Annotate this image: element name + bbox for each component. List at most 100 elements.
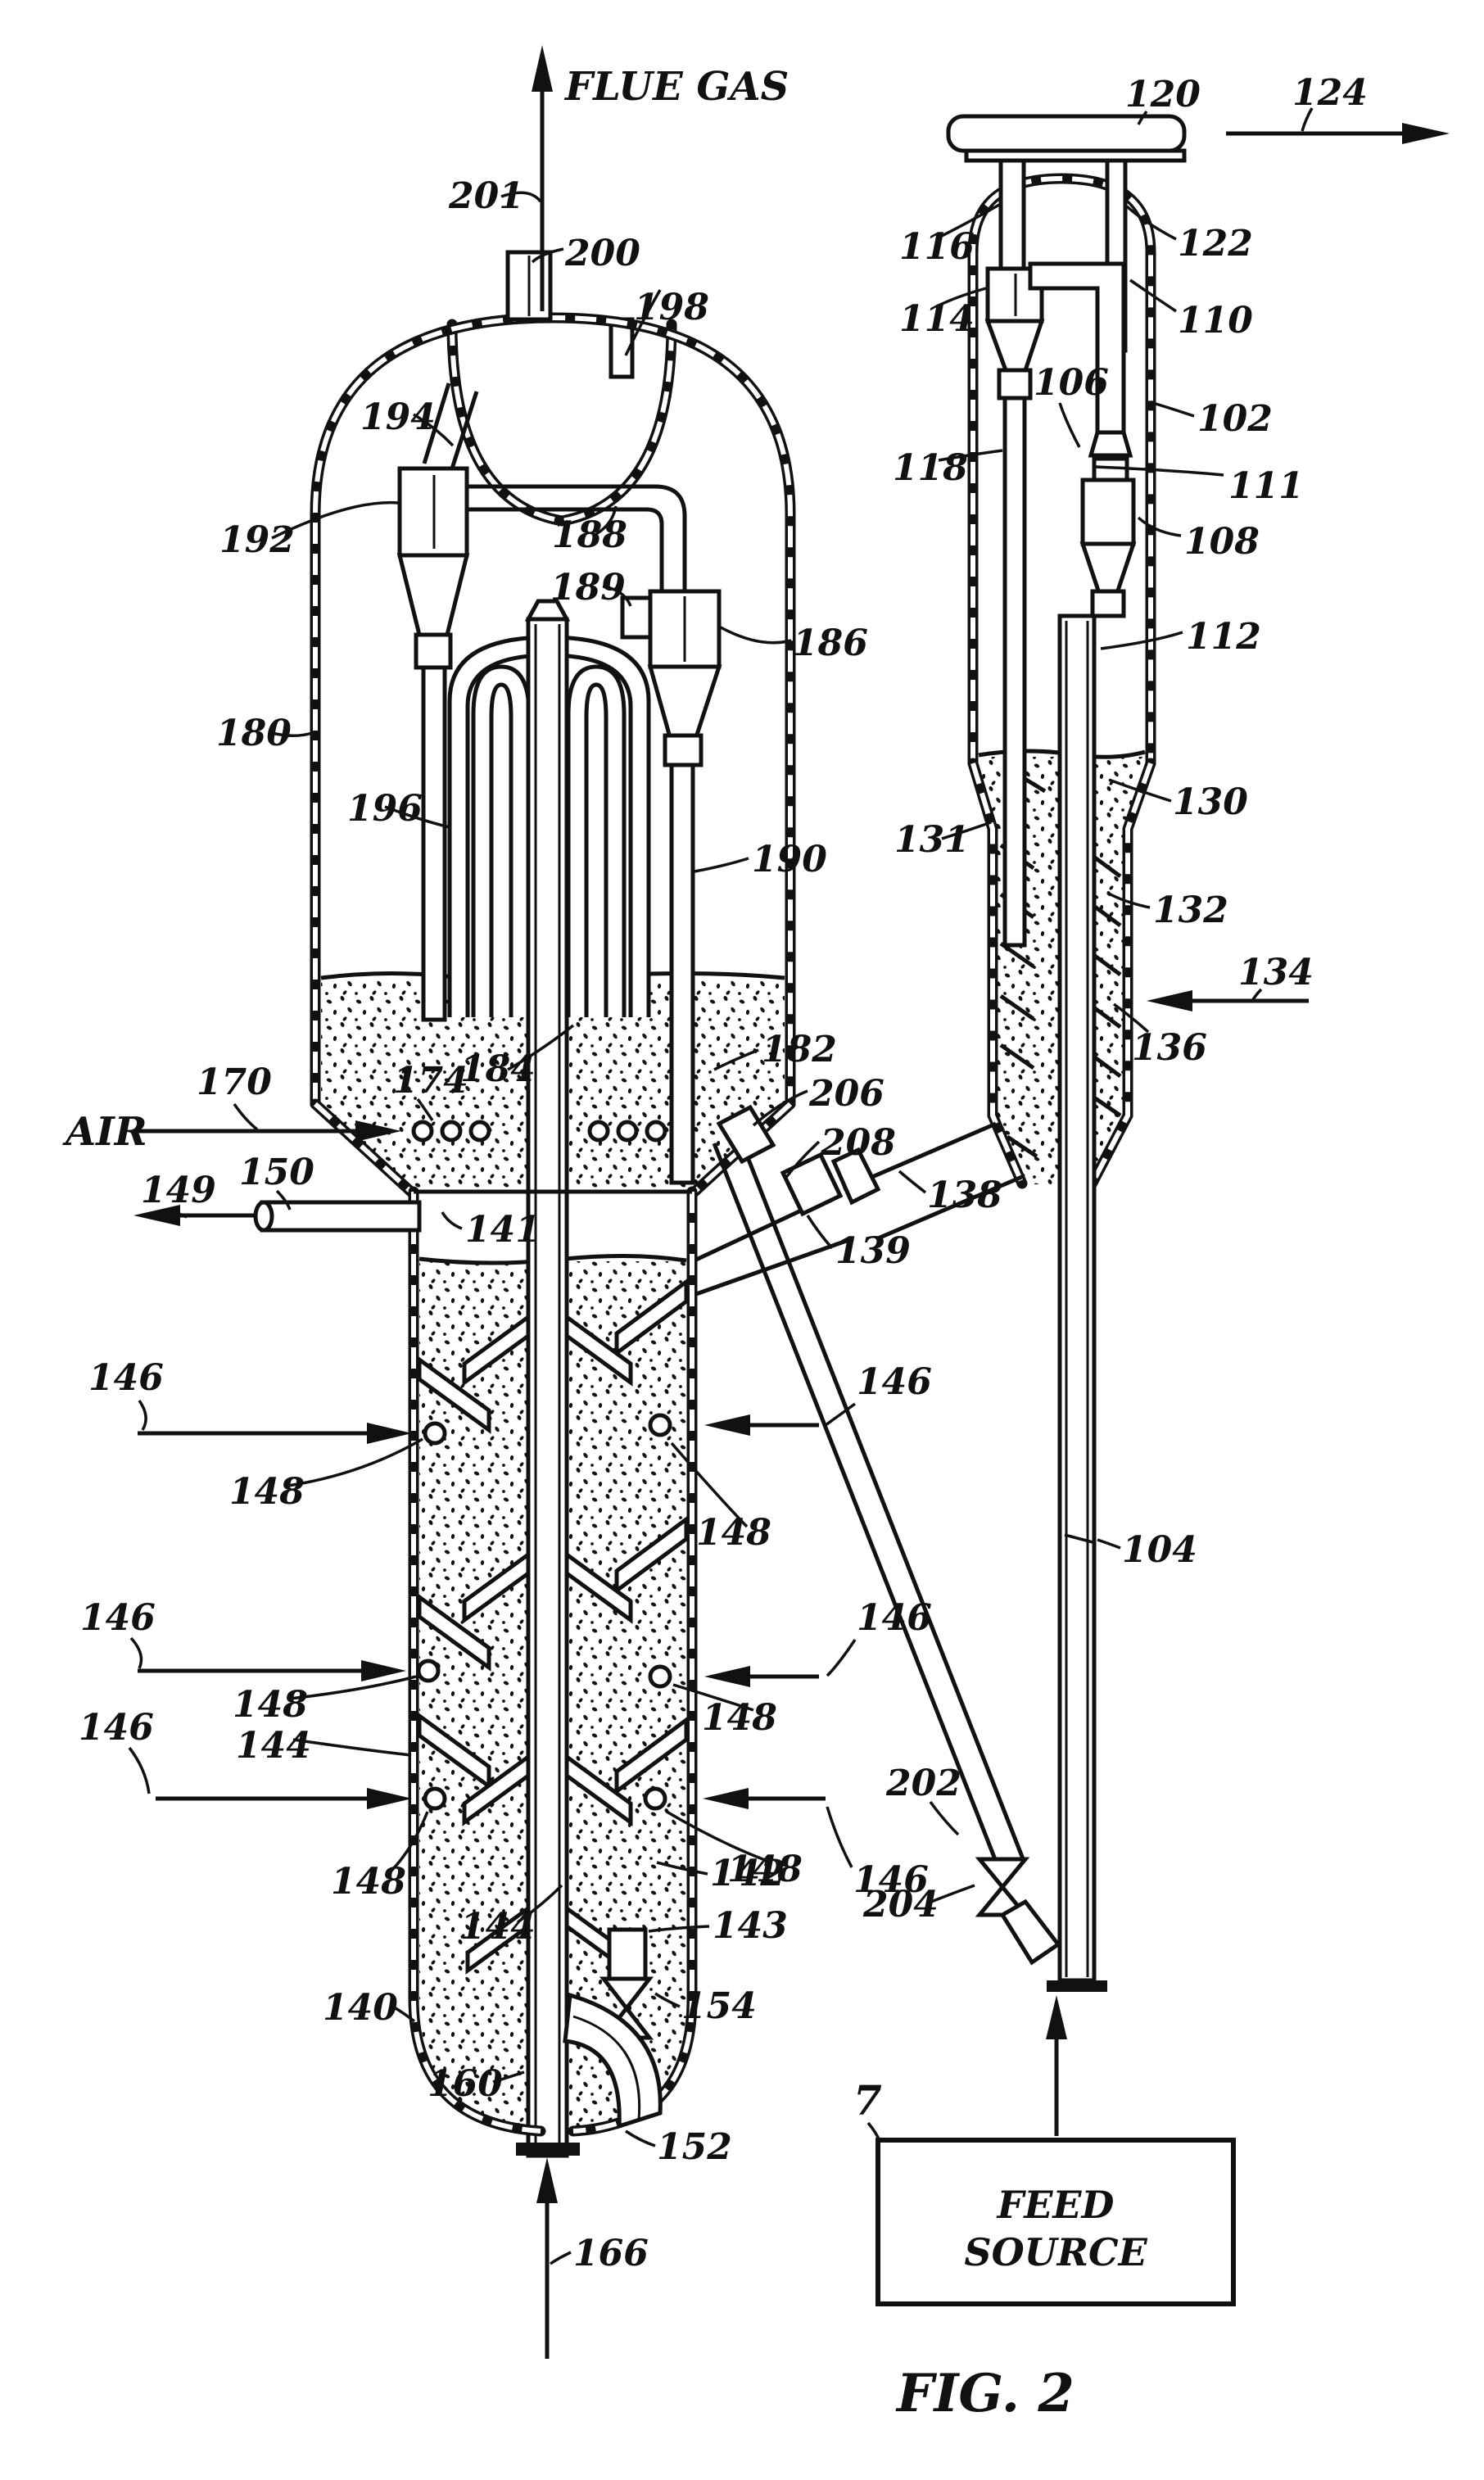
ref-label-122-58: 122 xyxy=(1178,223,1253,265)
ref-label-194-8: 194 xyxy=(360,396,436,438)
ref-label-198-7: 198 xyxy=(634,287,709,328)
flow-arrows xyxy=(133,45,1450,2359)
dipleg-190 xyxy=(669,763,695,1185)
ref-label-130-17: 130 xyxy=(1173,781,1248,823)
ref-label-7-56: 7 xyxy=(853,2076,882,2125)
plenum-pouch xyxy=(446,319,677,527)
ref-label-180-13: 180 xyxy=(216,713,292,754)
ref-label-148-35: 148 xyxy=(233,1684,308,1726)
stripping-gas-arrow-r1 xyxy=(648,1413,819,1437)
ref-label-136-20: 136 xyxy=(1132,1027,1207,1069)
ref-label-170-26: 170 xyxy=(197,1061,272,1103)
ref-label-106-63: 106 xyxy=(1034,362,1109,404)
ref-label-146-47: 146 xyxy=(857,1361,932,1403)
ref-label-146-37: 146 xyxy=(79,1707,154,1749)
dipleg-118 xyxy=(1002,396,1027,948)
flue-gas-arrow xyxy=(532,45,553,311)
ref-label-138-24: 138 xyxy=(927,1174,1002,1216)
ref-label-148-38: 148 xyxy=(331,1861,406,1903)
ref-label-200-6: 200 xyxy=(564,233,640,274)
dipleg-196 xyxy=(421,665,447,1022)
flare-106 xyxy=(1088,430,1133,458)
lift-gas-arrow-134 xyxy=(1147,990,1309,1011)
ref-label-148-50: 148 xyxy=(702,1697,777,1739)
ref-label-192-9: 192 xyxy=(219,519,295,561)
ref-label-142-41: 142 xyxy=(710,1853,785,1894)
ref-label-112-68: 112 xyxy=(1186,616,1261,658)
ref-label-148-33: 148 xyxy=(229,1471,305,1513)
stripping-gas-arrow-r2 xyxy=(648,1664,819,1689)
fitting-189 xyxy=(620,595,654,640)
crossover-pipe-188 xyxy=(468,484,687,593)
junction-208 xyxy=(830,1147,881,1206)
cyclone-192 xyxy=(396,466,687,1022)
riser-flange xyxy=(516,2143,580,2156)
ref-label-114-61: 114 xyxy=(899,298,975,340)
ref-label-148-54: 148 xyxy=(727,1849,803,1890)
ref-label-150-30: 150 xyxy=(239,1152,314,1193)
ref-label-144-36: 144 xyxy=(236,1725,311,1767)
ref-label-124-60: 124 xyxy=(1292,72,1368,114)
ref-label-146-32: 146 xyxy=(88,1357,164,1399)
ref-label-143-42: 143 xyxy=(713,1905,788,1947)
cyclone-186 xyxy=(620,589,722,1185)
riser-104-flange xyxy=(1047,1980,1107,1992)
air-text: AIR xyxy=(62,1109,147,1155)
duct-194 xyxy=(422,382,479,469)
j-bend-152 xyxy=(563,1992,663,2129)
ref-label-196-14: 196 xyxy=(347,788,423,830)
leader-lines xyxy=(128,107,1314,2265)
ref-label-111-65: 111 xyxy=(1228,465,1304,507)
stripping-gas-arrow-l3 xyxy=(156,1786,447,1811)
ref-label-144-39: 144 xyxy=(460,1906,536,1948)
ref-label-118-67: 118 xyxy=(893,447,968,489)
ref-label-206-22: 206 xyxy=(808,1073,885,1115)
ref-label-102-64: 102 xyxy=(1197,398,1273,440)
ref-label-186-12: 186 xyxy=(793,622,868,664)
ref-label-154-43: 154 xyxy=(681,1985,757,2027)
ref-label-201-5: 201 xyxy=(448,175,524,217)
product-arrow-124 xyxy=(1226,123,1450,144)
feed-source-box xyxy=(875,2138,1236,2306)
stripping-gas-arrow-l2 xyxy=(138,1659,441,1683)
ref-label-152-45: 152 xyxy=(657,2126,732,2168)
feed-text: FEED xyxy=(996,2183,1115,2227)
figure-caption: FIG. 2 xyxy=(895,2363,1075,2424)
ref-label-104-51: 104 xyxy=(1122,1529,1197,1571)
ref-label-208-23: 208 xyxy=(820,1122,896,1164)
ref-label-140-40: 140 xyxy=(323,1987,398,2029)
ref-label-160-44: 160 xyxy=(428,2063,503,2105)
feed-arrow xyxy=(1046,1995,1067,2136)
ref-label-139-25: 139 xyxy=(835,1230,911,1272)
ref-label-131-16: 131 xyxy=(894,819,970,861)
feed-riser-104 xyxy=(1057,613,1097,1983)
ref-label-204-55: 204 xyxy=(862,1884,939,1926)
cyclone-108 xyxy=(1079,477,1137,618)
junction-139 xyxy=(780,1152,844,1217)
recycle-line-202 xyxy=(712,1129,1026,1875)
ref-label-148-48: 148 xyxy=(696,1512,771,1554)
riser-cap xyxy=(524,599,571,622)
ref-label-110-62: 110 xyxy=(1178,300,1253,342)
ref-label-190-15: 190 xyxy=(752,839,827,880)
ref-label-146-53: 146 xyxy=(853,1859,929,1901)
withdrawal-pipe-150 xyxy=(253,1200,422,1233)
ref-label-182-21: 182 xyxy=(762,1029,837,1070)
source-text: SOURCE xyxy=(964,2230,1147,2274)
ref-label-132-18: 132 xyxy=(1153,889,1228,931)
ref-label-146-34: 146 xyxy=(80,1597,156,1639)
ref-label-166-46: 166 xyxy=(573,2233,649,2274)
stripping-gas-arrow-r3 xyxy=(643,1786,826,1811)
ref-label-202-52: 202 xyxy=(885,1763,961,1804)
riser-inlet-arrow-166 xyxy=(536,2157,558,2359)
air-arrow xyxy=(133,1120,401,1142)
withdrawal-arrow-149 xyxy=(133,1205,256,1226)
ref-label-149-29: 149 xyxy=(141,1170,216,1211)
air-distributor-bubbles xyxy=(411,1120,667,1143)
valve-204 xyxy=(975,1857,1061,1966)
ref-label-108-66: 108 xyxy=(1184,521,1260,563)
ref-label-116-57: 116 xyxy=(899,226,975,268)
